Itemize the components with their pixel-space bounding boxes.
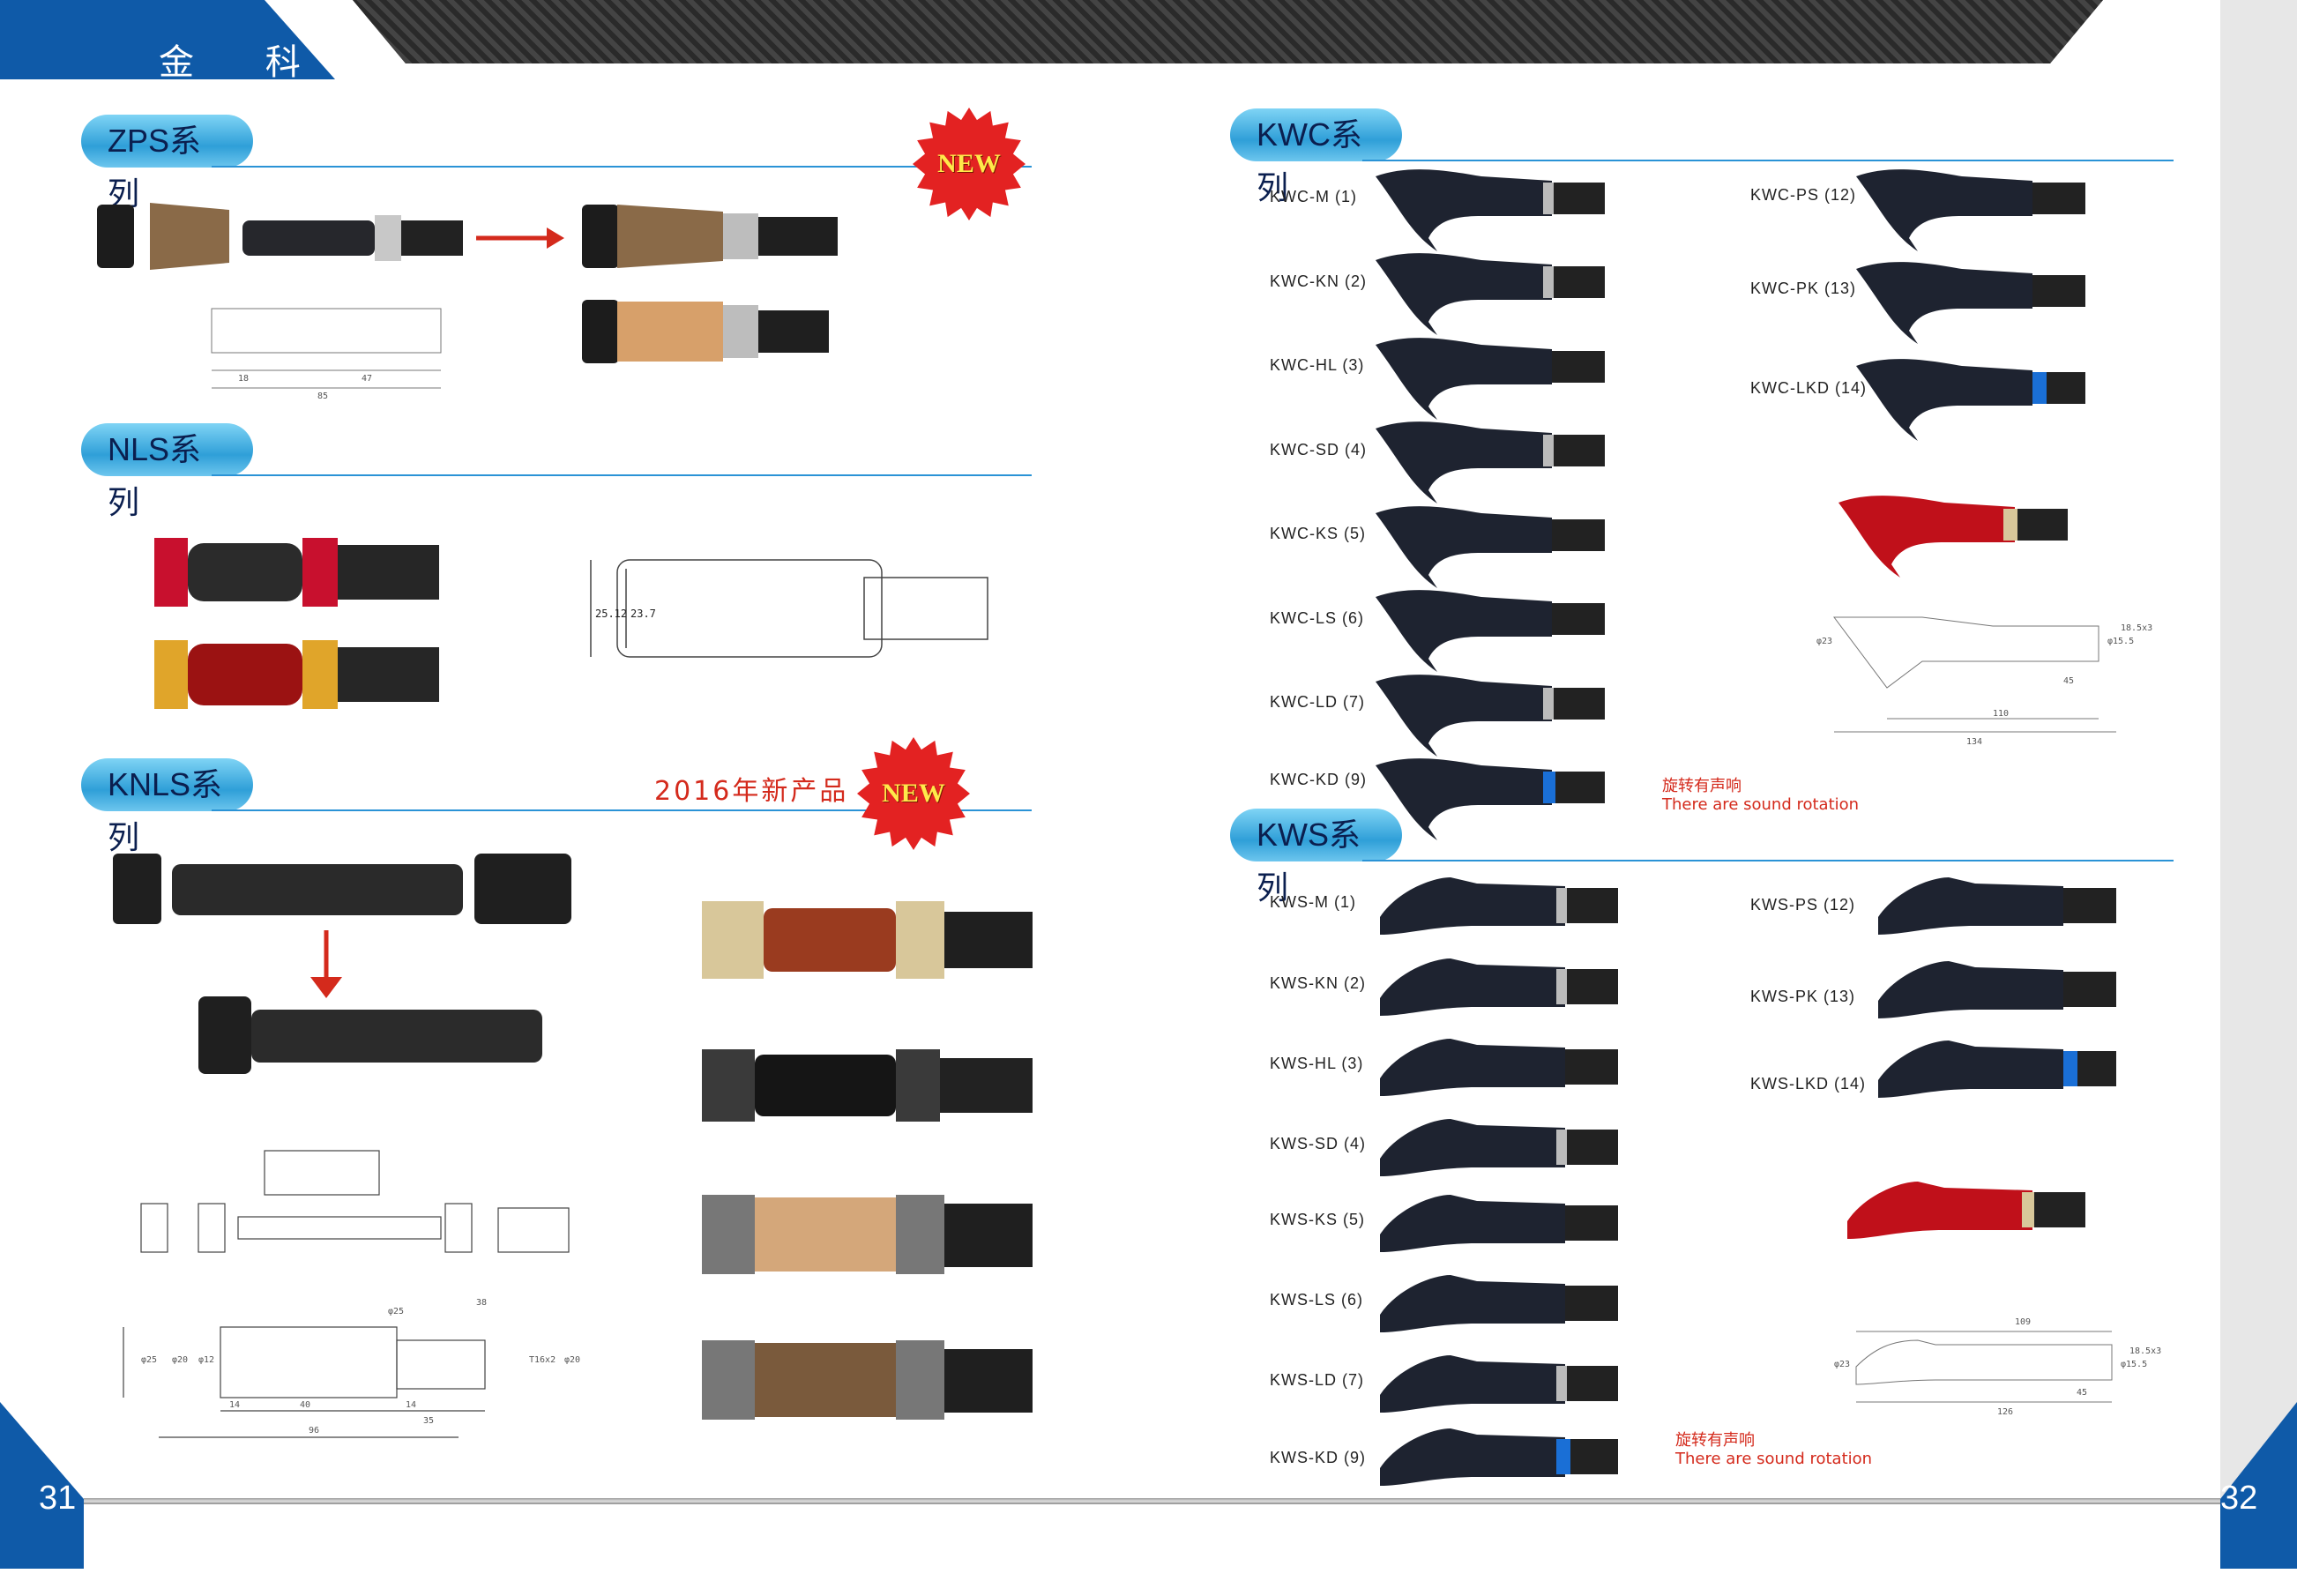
nls-technical-drawing [590, 559, 988, 658]
knls-dim-5: 35 [423, 1416, 434, 1426]
kwc-model-label: KWC-KN (2) [1270, 272, 1367, 290]
zps-dim-1: 18 [238, 374, 249, 384]
kws-model-label: KWS-LKD (14) [1750, 1075, 1867, 1093]
zps-end-cap [97, 205, 134, 268]
kwc-dim-2: 110 [1993, 709, 2009, 719]
kwc-model-label: KWC-LKD (14) [1750, 379, 1868, 397]
kws-model-label: KWS-KN (2) [1270, 974, 1366, 992]
kwc-dim-5: φ15.5 [2107, 637, 2134, 646]
nls-dim-inner: 23.7 [630, 608, 656, 620]
kwc-model-label: KWC-M (1) [1270, 188, 1357, 205]
zps-technical-drawing [211, 308, 442, 389]
zps-new-badge: NEW [913, 108, 1025, 220]
zps-thread [401, 220, 463, 256]
zps-tube [242, 220, 375, 256]
kwc-dim-3: 134 [1966, 737, 1982, 747]
zps-metal-ring [375, 215, 401, 261]
zps-dim-2: 47 [362, 374, 372, 384]
kwc-model-label: KWC-KD (9) [1270, 771, 1367, 788]
knls-side-dim-2: φ20 [172, 1355, 188, 1365]
zps-dim-3: 85 [317, 392, 328, 401]
knls-side-dim-6: φ20 [564, 1355, 580, 1365]
kws-note-en: There are sound rotation [1675, 1450, 1873, 1468]
zps-product-illustration: 18 47 85 [97, 203, 838, 401]
knls-dim-4: 14 [406, 1400, 416, 1410]
kwc-model-label: KWC-LD (7) [1270, 693, 1365, 711]
knls-new-product-label: 2016年新产品 [654, 776, 849, 807]
kws-model-label: KWS-PK (13) [1750, 988, 1856, 1005]
zps-cork-grip [150, 203, 229, 270]
kws-dim-6: 18.5x3 [2129, 1346, 2161, 1356]
kwc-note-en: There are sound rotation [1662, 795, 1860, 814]
nls-section-rule [212, 474, 1032, 476]
kws-model-label: KWS-PS (12) [1750, 896, 1856, 914]
kws-dim-2: 45 [2077, 1388, 2087, 1398]
kwc-section-title: KWC系列 [1230, 108, 1402, 205]
brand-name: 金 科 [159, 42, 331, 83]
knls-dim-1: 14 [229, 1400, 240, 1410]
kwc-model-label: KWC-LS (6) [1270, 609, 1365, 627]
nls-gold-end-ring [154, 640, 188, 709]
kws-model-label: KWS-LS (6) [1270, 1291, 1364, 1309]
page-number-right: 32 [2220, 1480, 2258, 1517]
knls-side-dim-3: φ12 [198, 1355, 214, 1365]
kwc-model-label: KWC-HL (3) [1270, 356, 1365, 374]
knls-section-title: KNLS系列 [81, 758, 253, 855]
knls-new-badge: NEW [857, 737, 970, 850]
kwc-model-label: KWC-KS (5) [1270, 525, 1366, 542]
knls-exploded-drawing [140, 1150, 570, 1253]
kwc-model-label: KWC-PK (13) [1750, 280, 1857, 297]
kws-section-title: KWS系列 [1230, 809, 1402, 906]
nls-section-title: NLS系列 [81, 423, 253, 520]
nls-product-illustration: 25.12 23.7 [154, 538, 988, 709]
knls-side-dim-4: φ25 [388, 1307, 404, 1316]
kws-model-label: KWS-KS (5) [1270, 1211, 1366, 1228]
knls-side-dim-5: T16x2 [529, 1355, 556, 1365]
nls-dim-outer: 25.12 [595, 608, 627, 620]
nls-red-end-ring [154, 538, 188, 607]
kwc-technical-drawing [1833, 616, 2116, 733]
carbon-fiber-banner [353, 0, 2103, 63]
knls-side-dim-1: φ25 [141, 1355, 157, 1365]
kws-section-rule [1362, 860, 2174, 861]
knls-dim-3: 96 [309, 1426, 319, 1436]
zps-arrow-head [547, 227, 564, 249]
kws-dim-1: 109 [2015, 1317, 2031, 1327]
kwc-product-illustrations: 45 110 134 φ23 φ15.5 18.5x3 [1376, 169, 2152, 840]
knls-section-rule [212, 809, 1032, 811]
kwc-dim-1: 45 [2063, 676, 2074, 686]
knls-product-illustration: 14 40 96 14 35 38 φ25 φ20 φ12 φ25 T16x2 … [113, 854, 1033, 1438]
kws-note-cn: 旋转有声响 [1675, 1431, 1755, 1450]
kws-dim-3: 126 [1997, 1407, 2013, 1417]
kwc-model-label: KWC-PS (12) [1750, 186, 1857, 204]
kwc-dim-4: φ23 [1816, 637, 1832, 646]
kws-model-label: KWS-SD (4) [1270, 1135, 1366, 1152]
kws-model-label: KWS-LD (7) [1270, 1371, 1365, 1389]
kws-model-label: KWS-KD (9) [1270, 1449, 1366, 1466]
kws-dim-4: φ23 [1834, 1360, 1850, 1369]
knls-dim-6: 38 [476, 1298, 487, 1308]
kwc-section-rule [1362, 160, 2174, 161]
kwc-model-label: KWC-SD (4) [1270, 441, 1367, 459]
kws-product-illustrations: 109 45 126 φ23 φ15.5 18.5x3 [1380, 877, 2161, 1486]
page-margin-strip [2220, 0, 2297, 1569]
kws-technical-drawing [1855, 1331, 2113, 1403]
knls-dimension-drawing [123, 1326, 486, 1438]
kwc-dim-6: 18.5x3 [2121, 623, 2152, 633]
kws-dim-5: φ15.5 [2121, 1360, 2147, 1369]
zps-section-title: ZPS系 列 [81, 115, 253, 212]
zps-section-rule [212, 166, 1032, 168]
footer-rule [84, 1498, 2220, 1504]
kws-model-label: KWS-M (1) [1270, 893, 1356, 911]
kws-model-label: KWS-HL (3) [1270, 1055, 1364, 1072]
knls-dim-2: 40 [300, 1400, 310, 1410]
kwc-note-cn: 旋转有声响 [1662, 777, 1741, 795]
page-number-left: 31 [39, 1480, 77, 1517]
